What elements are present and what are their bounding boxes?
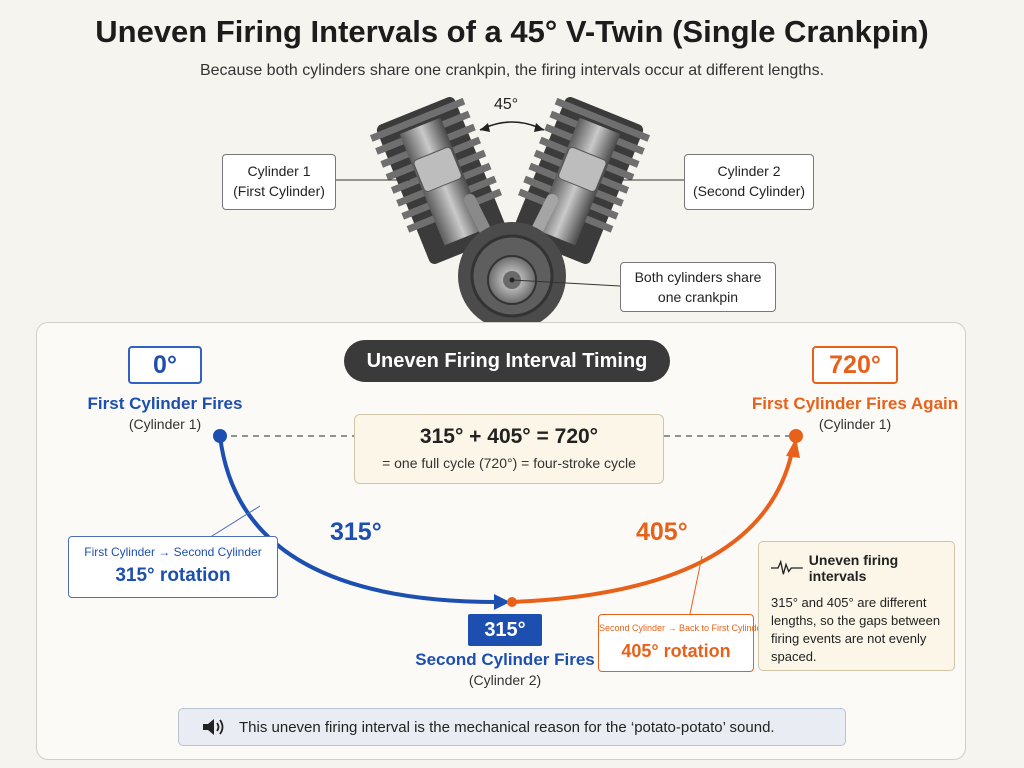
crankpin-line1: Both cylinders share	[634, 269, 762, 285]
cylinder1-name: Cylinder 1	[247, 163, 311, 179]
end-event-label: First Cylinder Fires Again	[751, 394, 959, 413]
crankpin-callout: Both cylinders share one crankpin	[620, 262, 776, 312]
equation-sub: = one full cycle (720°) = four-stroke cy…	[382, 455, 636, 471]
uneven-note-box: Uneven firing intervals 315° and 405° ar…	[758, 541, 955, 671]
interval2-callout-route: Second Cylinder → Back to First Cylinder	[599, 623, 765, 633]
timing-heading: Uneven Firing Interval Timing	[344, 340, 670, 382]
interval2-callout-rotation: 405° rotation	[621, 641, 731, 661]
cylinder1-desc: (First Cylinder)	[233, 183, 325, 199]
cylinder1-callout: Cylinder 1 (First Cylinder)	[222, 154, 336, 210]
cylinder2-callout: Cylinder 2 (Second Cylinder)	[684, 154, 814, 210]
cylinder2-name: Cylinder 2	[717, 163, 781, 179]
equation-main: 315° + 405° = 720°	[419, 425, 599, 448]
waveform-icon	[771, 559, 803, 575]
interval1-callout-route: First Cylinder → Second Cylinder	[84, 545, 262, 559]
middle-event-sub: (Cylinder 2)	[468, 672, 542, 688]
footer-text: This uneven firing interval is the mecha…	[239, 718, 775, 736]
interval1-curve	[218, 435, 499, 604]
note-body: 315° and 405° are different lengths, so …	[771, 595, 941, 664]
interval1-callout-rotation: 315° rotation	[115, 565, 231, 586]
note-heading: Uneven firing intervals	[808, 552, 899, 584]
interval2-curve	[511, 451, 794, 604]
speaker-icon	[203, 719, 224, 735]
start-event-sub: (Cylinder 1)	[128, 416, 202, 432]
start-event-label: First Cylinder Fires	[87, 394, 243, 413]
cylinder2-desc: (Second Cylinder)	[692, 183, 806, 199]
interval2-arrowhead	[786, 438, 800, 458]
start-degree-badge: 0°	[128, 346, 202, 384]
crankpin-line2: one crankpin	[657, 289, 739, 305]
engine-leader-lines	[336, 179, 684, 181]
middle-fire-dot	[507, 597, 517, 607]
v-angle-label: 45°	[494, 96, 519, 113]
middle-event-label: Second Cylinder Fires	[415, 650, 595, 669]
page-title: Uneven Firing Intervals of a 45° V-Twin …	[95, 14, 929, 49]
interval1-label: 315°	[330, 518, 382, 546]
engine-illustration	[369, 97, 651, 330]
interval1-callout: First Cylinder → Second Cylinder 315° ro…	[68, 536, 278, 598]
end-event-sub: (Cylinder 1)	[818, 416, 892, 432]
equation-box: 315° + 405° = 720° = one full cycle (720…	[354, 414, 664, 484]
end-fire-dot	[789, 429, 803, 443]
footer-bar: This uneven firing interval is the mecha…	[178, 708, 846, 746]
start-fire-dot	[213, 429, 227, 443]
callout2-leader	[689, 555, 703, 615]
end-degree-badge: 720°	[812, 346, 898, 384]
cylinder-right-shape	[512, 97, 651, 264]
interval1-arrowhead	[494, 594, 510, 610]
page-subtitle: Because both cylinders share one crankpi…	[199, 62, 825, 79]
middle-degree-badge: 315°	[468, 614, 542, 646]
interval2-callout: Second Cylinder → Back to First Cylinder…	[598, 614, 765, 672]
interval2-label: 405°	[636, 518, 688, 546]
